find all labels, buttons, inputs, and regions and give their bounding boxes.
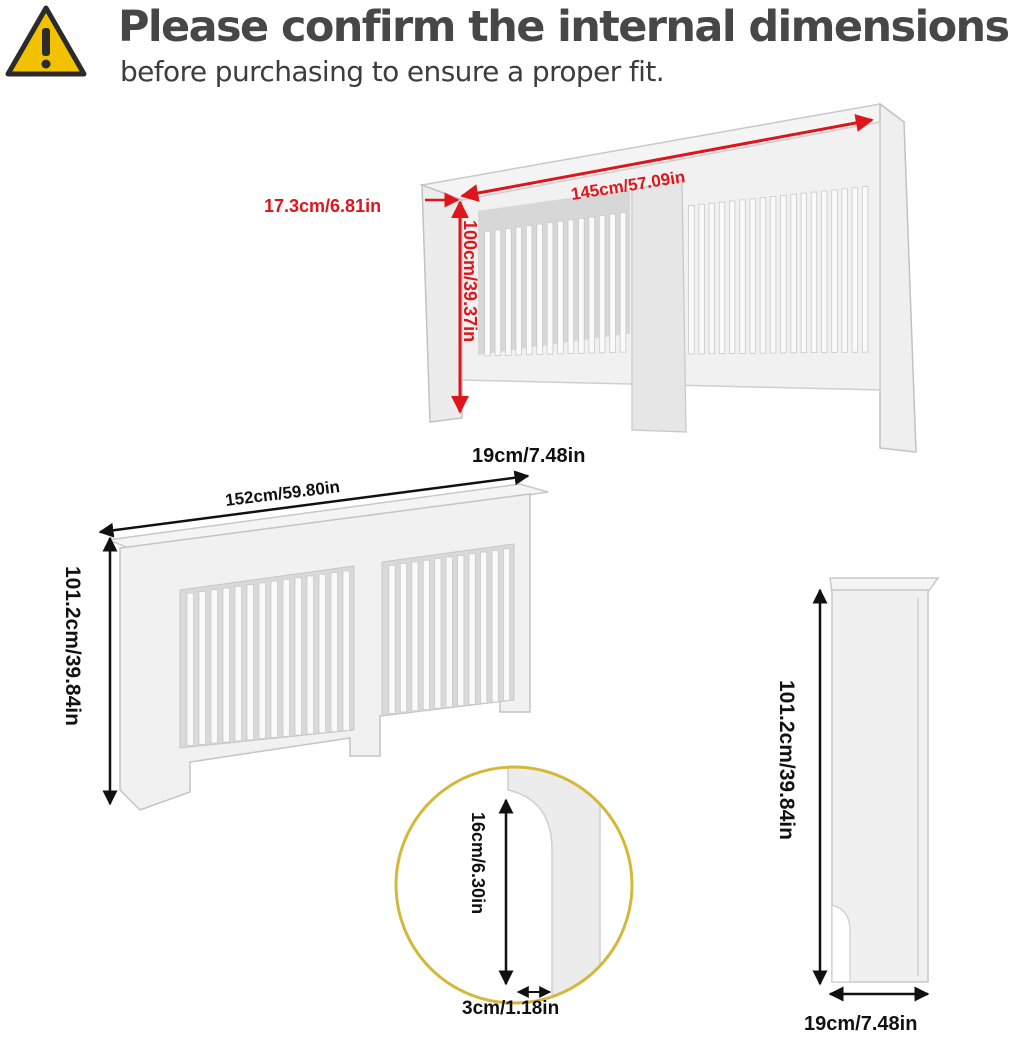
slat: [234, 585, 242, 742]
slat: [515, 226, 523, 356]
slat: [457, 555, 465, 707]
slat: [434, 558, 442, 709]
slat: [294, 577, 302, 736]
interior-left-slats: [484, 212, 627, 357]
slat: [749, 198, 756, 354]
slat: [411, 561, 419, 712]
side-height-label: 101.2cm/39.84in: [775, 680, 798, 840]
slat: [246, 584, 254, 741]
slat: [851, 187, 859, 353]
slat: [536, 223, 543, 355]
front-right-slats: [388, 548, 511, 714]
detail-height-label: 16cm/6.30in: [468, 812, 488, 914]
slat: [841, 188, 848, 353]
slat: [790, 193, 797, 354]
slat: [494, 229, 502, 356]
slat: [422, 559, 430, 710]
interior-right-slats: [688, 186, 869, 355]
slat: [222, 587, 230, 743]
slat: [861, 186, 869, 353]
warning-triangle-icon: [5, 5, 87, 77]
slat: [780, 194, 787, 354]
front-width-label: 152cm/59.80in: [224, 477, 341, 510]
slat: [800, 192, 807, 354]
slat: [619, 212, 627, 353]
slat: [388, 564, 396, 714]
slat: [739, 199, 746, 354]
foot-detail-view: 16cm/6.30in 3cm/1.18in: [394, 765, 634, 1019]
interior-view: 145cm/57.09in 17.3cm/6.81in 100cm/39.37i…: [264, 102, 917, 467]
slat: [505, 227, 512, 356]
slat: [210, 589, 218, 744]
slat: [688, 204, 695, 355]
slat: [525, 225, 533, 356]
slat: [270, 580, 278, 738]
slat: [546, 222, 554, 355]
slat: [698, 203, 705, 355]
page-subtitle: before purchasing to ensure a proper fit…: [120, 55, 665, 88]
slat: [609, 213, 616, 353]
slat: [598, 215, 606, 354]
slat: [557, 220, 564, 355]
slat: [588, 216, 596, 354]
slat: [258, 582, 266, 740]
front-view: 152cm/59.80in 101.2cm/39.84in: [61, 470, 549, 811]
front-left-slats: [186, 570, 350, 746]
side-view: 101.2cm/39.84in 19cm/7.48in: [775, 577, 940, 1035]
slat: [821, 190, 828, 353]
front-height-label: 101.2cm/39.84in: [61, 566, 84, 726]
slat: [759, 197, 767, 354]
side-depth-label: 19cm/7.48in: [804, 1013, 917, 1035]
interior-depth-label: 17.3cm/6.81in: [264, 196, 381, 216]
page-title: Please confirm the internal dimensions: [118, 2, 1010, 52]
outer-depth-label: 19cm/7.48in: [472, 445, 585, 467]
slat: [330, 572, 338, 733]
slat: [480, 551, 488, 704]
slat: [318, 573, 326, 734]
slat: [502, 548, 511, 701]
slat: [198, 591, 206, 745]
slat: [484, 230, 491, 357]
slat: [578, 217, 585, 354]
slat: [769, 196, 777, 354]
interior-height-label: 100cm/39.37in: [460, 220, 480, 342]
slat: [282, 579, 290, 737]
slat: [468, 553, 476, 705]
header: Please confirm the internal dimensions b…: [0, 0, 1024, 100]
slat: [729, 200, 736, 354]
slat: [708, 202, 715, 355]
detail-width-label: 3cm/1.18in: [462, 998, 559, 1019]
slat: [810, 191, 818, 354]
slat: [718, 201, 726, 355]
slat: [186, 592, 194, 746]
slat: [342, 570, 350, 732]
slat: [831, 189, 838, 353]
slat: [445, 556, 453, 708]
slat: [399, 563, 407, 713]
slat: [491, 550, 499, 703]
slat: [567, 219, 575, 354]
slat: [306, 575, 314, 735]
